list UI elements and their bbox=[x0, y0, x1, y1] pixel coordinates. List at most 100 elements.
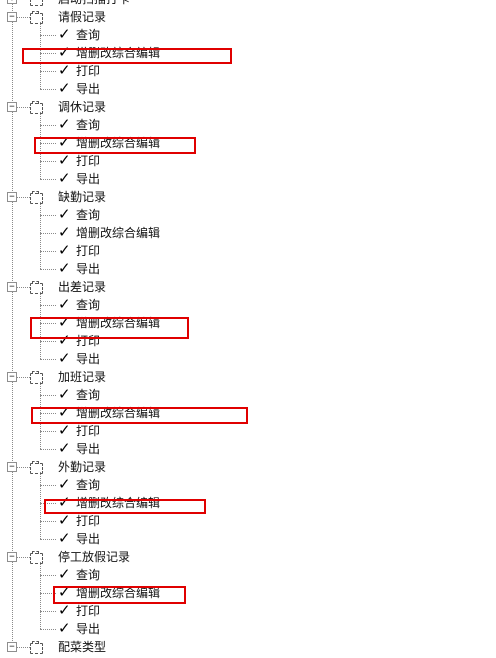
tree-group-label[interactable]: 调休记录 bbox=[58, 100, 107, 114]
tree-branch-line bbox=[40, 341, 56, 342]
permission-item-label[interactable]: 导出 bbox=[76, 442, 101, 456]
collapse-toggle[interactable]: − bbox=[7, 462, 17, 472]
checkmark-icon[interactable]: ✓ bbox=[58, 151, 71, 169]
tree-branch-line bbox=[40, 251, 56, 252]
checkmark-icon[interactable]: ✓ bbox=[58, 475, 71, 493]
tree-branch-line bbox=[40, 71, 56, 72]
tree-branch-line bbox=[40, 611, 56, 612]
permission-item-label[interactable]: 打印 bbox=[76, 604, 101, 618]
checkmark-icon[interactable]: ✓ bbox=[58, 349, 71, 367]
tree-group-label[interactable]: 配菜类型 bbox=[58, 640, 107, 654]
tree-branch-line bbox=[40, 269, 56, 270]
tree-branch-line bbox=[40, 143, 56, 144]
tree-node-label[interactable]: 启动扫描打卡 bbox=[58, 0, 130, 7]
permission-item-label[interactable]: 查询 bbox=[76, 28, 101, 42]
checkmark-icon[interactable]: ✓ bbox=[58, 583, 71, 601]
permission-item-label[interactable]: 打印 bbox=[76, 154, 101, 168]
highlight-box bbox=[53, 586, 186, 604]
permission-item-label[interactable]: 打印 bbox=[76, 514, 101, 528]
permission-item-label[interactable]: 增删改综合编辑 bbox=[76, 226, 161, 240]
tree-subtree-line bbox=[40, 292, 41, 359]
permission-item-label[interactable]: 增删改综合编辑 bbox=[76, 136, 161, 150]
highlight-box bbox=[34, 137, 196, 154]
collapse-toggle[interactable]: − bbox=[7, 192, 17, 202]
checkmark-icon[interactable]: ✓ bbox=[58, 115, 71, 133]
permission-item-label[interactable]: 查询 bbox=[76, 118, 101, 132]
tree-group-label[interactable]: 请假记录 bbox=[58, 10, 107, 24]
permission-item-label[interactable]: 打印 bbox=[76, 424, 101, 438]
checkmark-icon[interactable]: ✓ bbox=[58, 259, 71, 277]
tree-branch-line bbox=[12, 107, 30, 108]
tree-group-label[interactable]: 加班记录 bbox=[58, 370, 107, 384]
permission-item-label[interactable]: 增删改综合编辑 bbox=[76, 316, 161, 330]
tree-branch-line bbox=[40, 521, 56, 522]
highlight-box bbox=[44, 499, 206, 514]
checkmark-icon[interactable]: ✓ bbox=[58, 241, 71, 259]
tree-branch-line bbox=[40, 125, 56, 126]
permission-item-label[interactable]: 查询 bbox=[76, 478, 101, 492]
folder-icon bbox=[30, 11, 43, 24]
checkmark-icon[interactable]: ✓ bbox=[58, 529, 71, 547]
permission-item-label[interactable]: 导出 bbox=[76, 82, 101, 96]
checkmark-icon[interactable]: ✓ bbox=[58, 295, 71, 313]
permission-item-label[interactable]: 增删改综合编辑 bbox=[76, 406, 161, 420]
collapse-toggle[interactable]: − bbox=[7, 372, 17, 382]
checkmark-icon[interactable]: ✓ bbox=[58, 169, 71, 187]
tree-branch-line bbox=[12, 377, 30, 378]
tree-branch-line bbox=[40, 323, 56, 324]
permission-item-label[interactable]: 增删改综合编辑 bbox=[76, 586, 161, 600]
collapse-toggle[interactable]: − bbox=[7, 12, 17, 22]
expand-toggle[interactable]: + bbox=[7, 0, 17, 4]
tree-group-label[interactable]: 停工放假记录 bbox=[58, 550, 131, 564]
folder-icon bbox=[30, 641, 43, 654]
checkmark-icon[interactable]: ✓ bbox=[58, 565, 71, 583]
checkmark-icon[interactable]: ✓ bbox=[58, 511, 71, 529]
collapse-toggle[interactable]: − bbox=[7, 282, 17, 292]
tree-subtree-line bbox=[40, 22, 41, 89]
checkmark-icon[interactable]: ✓ bbox=[58, 493, 71, 511]
permission-item-label[interactable]: 导出 bbox=[76, 352, 101, 366]
tree-branch-line bbox=[12, 17, 30, 18]
checkmark-icon[interactable]: ✓ bbox=[58, 205, 71, 223]
permission-item-label[interactable]: 打印 bbox=[76, 244, 101, 258]
tree-subtree-line bbox=[40, 472, 41, 539]
collapse-toggle[interactable]: − bbox=[7, 102, 17, 112]
folder-icon bbox=[30, 551, 43, 564]
checkmark-icon[interactable]: ✓ bbox=[58, 421, 71, 439]
tree-group-label[interactable]: 缺勤记录 bbox=[58, 190, 107, 204]
checkmark-icon[interactable]: ✓ bbox=[58, 439, 71, 457]
tree-branch-line bbox=[40, 233, 56, 234]
permission-item-label[interactable]: 导出 bbox=[76, 172, 101, 186]
checkmark-icon[interactable]: ✓ bbox=[58, 79, 71, 97]
permission-item-label[interactable]: 查询 bbox=[76, 568, 101, 582]
permission-item-label[interactable]: 查询 bbox=[76, 388, 101, 402]
tree-trunk-line bbox=[12, 0, 13, 647]
permission-item-label[interactable]: 查询 bbox=[76, 298, 101, 312]
tree-group-label[interactable]: 外勤记录 bbox=[58, 460, 107, 474]
tree-subtree-line bbox=[40, 382, 41, 449]
permission-item-label[interactable]: 导出 bbox=[76, 622, 101, 636]
tree-branch-line bbox=[40, 359, 56, 360]
checkmark-icon[interactable]: ✓ bbox=[58, 385, 71, 403]
tree-branch-line bbox=[40, 431, 56, 432]
permission-item-label[interactable]: 导出 bbox=[76, 262, 101, 276]
permission-item-label[interactable]: 导出 bbox=[76, 532, 101, 546]
checkmark-icon[interactable]: ✓ bbox=[58, 61, 71, 79]
folder-icon bbox=[30, 371, 43, 384]
permission-item-label[interactable]: 查询 bbox=[76, 208, 101, 222]
highlight-box bbox=[22, 48, 232, 64]
tree-branch-line bbox=[40, 449, 56, 450]
folder-icon bbox=[30, 101, 43, 114]
tree-group-label[interactable]: 出差记录 bbox=[58, 280, 107, 294]
checkmark-icon[interactable]: ✓ bbox=[58, 25, 71, 43]
collapse-toggle[interactable]: − bbox=[7, 552, 17, 562]
tree-branch-line bbox=[40, 215, 56, 216]
checkmark-icon[interactable]: ✓ bbox=[58, 223, 71, 241]
checkmark-icon[interactable]: ✓ bbox=[58, 619, 71, 637]
tree-branch-line bbox=[40, 593, 56, 594]
checkmark-icon[interactable]: ✓ bbox=[58, 601, 71, 619]
checkmark-icon[interactable]: ✓ bbox=[58, 331, 71, 349]
permission-item-label[interactable]: 打印 bbox=[76, 64, 101, 78]
collapse-toggle[interactable]: − bbox=[7, 642, 17, 652]
